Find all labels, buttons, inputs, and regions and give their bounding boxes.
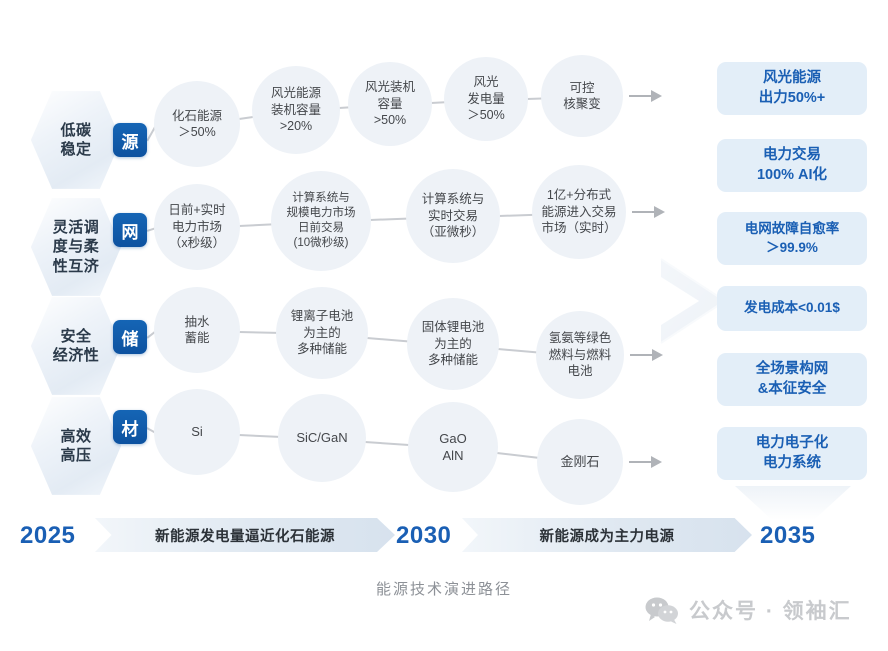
connector-line — [238, 331, 278, 334]
pillar-hexagon-2: 灵活调 度与柔 性互济 — [30, 198, 122, 296]
node-label: Si — [191, 424, 203, 440]
node-label: 金刚石 — [560, 454, 600, 470]
node-circle: 可控 核聚变 — [541, 55, 623, 137]
node-circle: 计算系统与 实时交易 （亚微秒） — [406, 169, 500, 263]
node-label: 固体锂电池 为主的 多种储能 — [421, 320, 485, 368]
node-circle: 风光 发电量 ＞50% — [444, 57, 528, 141]
node-circle: 风光能源 装机容量 >20% — [252, 66, 340, 154]
node-circle: 氢氨等绿色 燃料与燃料 电池 — [536, 311, 624, 399]
node-label: 风光装机 容量 >50% — [364, 80, 415, 128]
node-label: 风光能源 装机容量 >20% — [270, 86, 321, 134]
pillar-label: 安全 经济性 — [52, 327, 100, 364]
result-chip-label: 电网故障自愈率 ＞99.9% — [744, 221, 840, 255]
category-badge-4: 材 — [113, 410, 147, 444]
category-badge-3: 储 — [113, 320, 147, 354]
connector-line — [369, 217, 408, 221]
node-circle: 计算系统与 规模电力市场 日前交易 (10微秒级) — [271, 171, 371, 271]
node-label: SiC/GaN — [296, 430, 348, 446]
connector-line — [497, 347, 538, 353]
node-circle: 风光装机 容量 >50% — [348, 62, 432, 146]
connector-line — [430, 101, 446, 104]
node-label: 化石能源 ＞50% — [171, 108, 222, 140]
result-chip-2: 电力交易 100% AI化 — [717, 139, 867, 192]
result-chip-label: 电力交易 100% AI化 — [756, 146, 828, 183]
node-circle: 化石能源 ＞50% — [154, 81, 240, 167]
timeline-year-2030: 2030 — [396, 522, 452, 549]
result-chip-6: 电力电子化 电力系统 — [717, 427, 867, 480]
connector-line — [496, 452, 539, 459]
pillar-label: 高效 高压 — [60, 427, 92, 464]
node-label: 可控 核聚变 — [563, 80, 601, 112]
pillar-hexagon-1: 低碳 稳定 — [30, 91, 122, 189]
funnel-glow — [735, 486, 851, 520]
result-chip-3: 电网故障自愈率 ＞99.9% — [717, 212, 867, 265]
node-circle: GaO AlN — [408, 402, 498, 492]
watermark: 公众号 · 领袖汇 — [645, 595, 852, 625]
connector-line — [238, 434, 280, 438]
node-circle: SiC/GaN — [278, 394, 366, 482]
node-label: 抽水 蓄能 — [184, 314, 210, 346]
connector-line — [238, 116, 254, 120]
result-chip-label: 电力电子化 电力系统 — [755, 434, 829, 471]
node-circle: 锂离子电池 为主的 多种储能 — [276, 287, 368, 379]
row-end-arrow-icon — [629, 90, 663, 102]
node-circle: 1亿+分布式 能源进入交易 市场（实时） — [532, 165, 626, 259]
result-chip-label: 风光能源 出力50%+ — [758, 69, 826, 106]
row-end-arrow-icon — [630, 349, 664, 361]
node-label: 计算系统与 规模电力市场 日前交易 (10微秒级) — [286, 191, 356, 250]
connector-line — [364, 440, 410, 446]
node-circle: 固体锂电池 为主的 多种储能 — [407, 298, 499, 390]
timeline-phase-2: 新能源成为主力电源 — [462, 518, 752, 552]
node-label: 氢氨等绿色 燃料与燃料 电池 — [548, 331, 612, 379]
result-chip-label: 发电成本<0.01$ — [744, 300, 840, 316]
timeline-year-2025: 2025 — [20, 522, 76, 549]
node-label: GaO AlN — [439, 430, 467, 463]
connector-line — [366, 336, 409, 342]
node-label: 日前+实时 电力市场 （x秒级） — [168, 203, 226, 251]
timeline-year-2035: 2035 — [760, 522, 816, 549]
node-circle: 抽水 蓄能 — [154, 287, 240, 373]
pillar-hexagon-3: 安全 经济性 — [30, 297, 122, 395]
row-end-arrow-icon — [632, 206, 666, 218]
pillar-label: 低碳 稳定 — [60, 121, 92, 158]
node-circle: 金刚石 — [537, 419, 623, 505]
page-title: 能源技术演进路径 — [375, 581, 512, 598]
wechat-icon — [645, 596, 679, 624]
category-badge-1: 源 — [113, 123, 147, 157]
watermark-text: 公众号 · 领袖汇 — [689, 600, 852, 623]
category-badge-2: 网 — [113, 213, 147, 247]
result-chip-1: 风光能源 出力50%+ — [717, 62, 867, 115]
connector-line — [526, 97, 543, 100]
node-circle: 日前+实时 电力市场 （x秒级） — [154, 184, 240, 270]
row-end-arrow-icon — [629, 456, 663, 468]
node-label: 风光 发电量 ＞50% — [467, 75, 505, 123]
timeline-phase-1: 新能源发电量逼近化石能源 — [95, 518, 395, 552]
pillar-label: 灵活调 度与柔 性互济 — [52, 219, 100, 275]
result-chip-4: 发电成本<0.01$ — [717, 286, 867, 331]
node-label: 1亿+分布式 能源进入交易 市场（实时） — [541, 188, 617, 236]
connector-line — [498, 213, 534, 217]
connector-line — [238, 223, 273, 227]
result-chip-5: 全场景构网 &本征安全 — [717, 353, 867, 406]
node-label: 计算系统与 实时交易 （亚微秒） — [421, 192, 485, 240]
result-chip-label: 全场景构网 &本征安全 — [755, 360, 829, 397]
node-circle: Si — [154, 389, 240, 475]
node-label: 锂离子电池 为主的 多种储能 — [290, 309, 354, 357]
pillar-hexagon-4: 高效 高压 — [30, 397, 122, 495]
